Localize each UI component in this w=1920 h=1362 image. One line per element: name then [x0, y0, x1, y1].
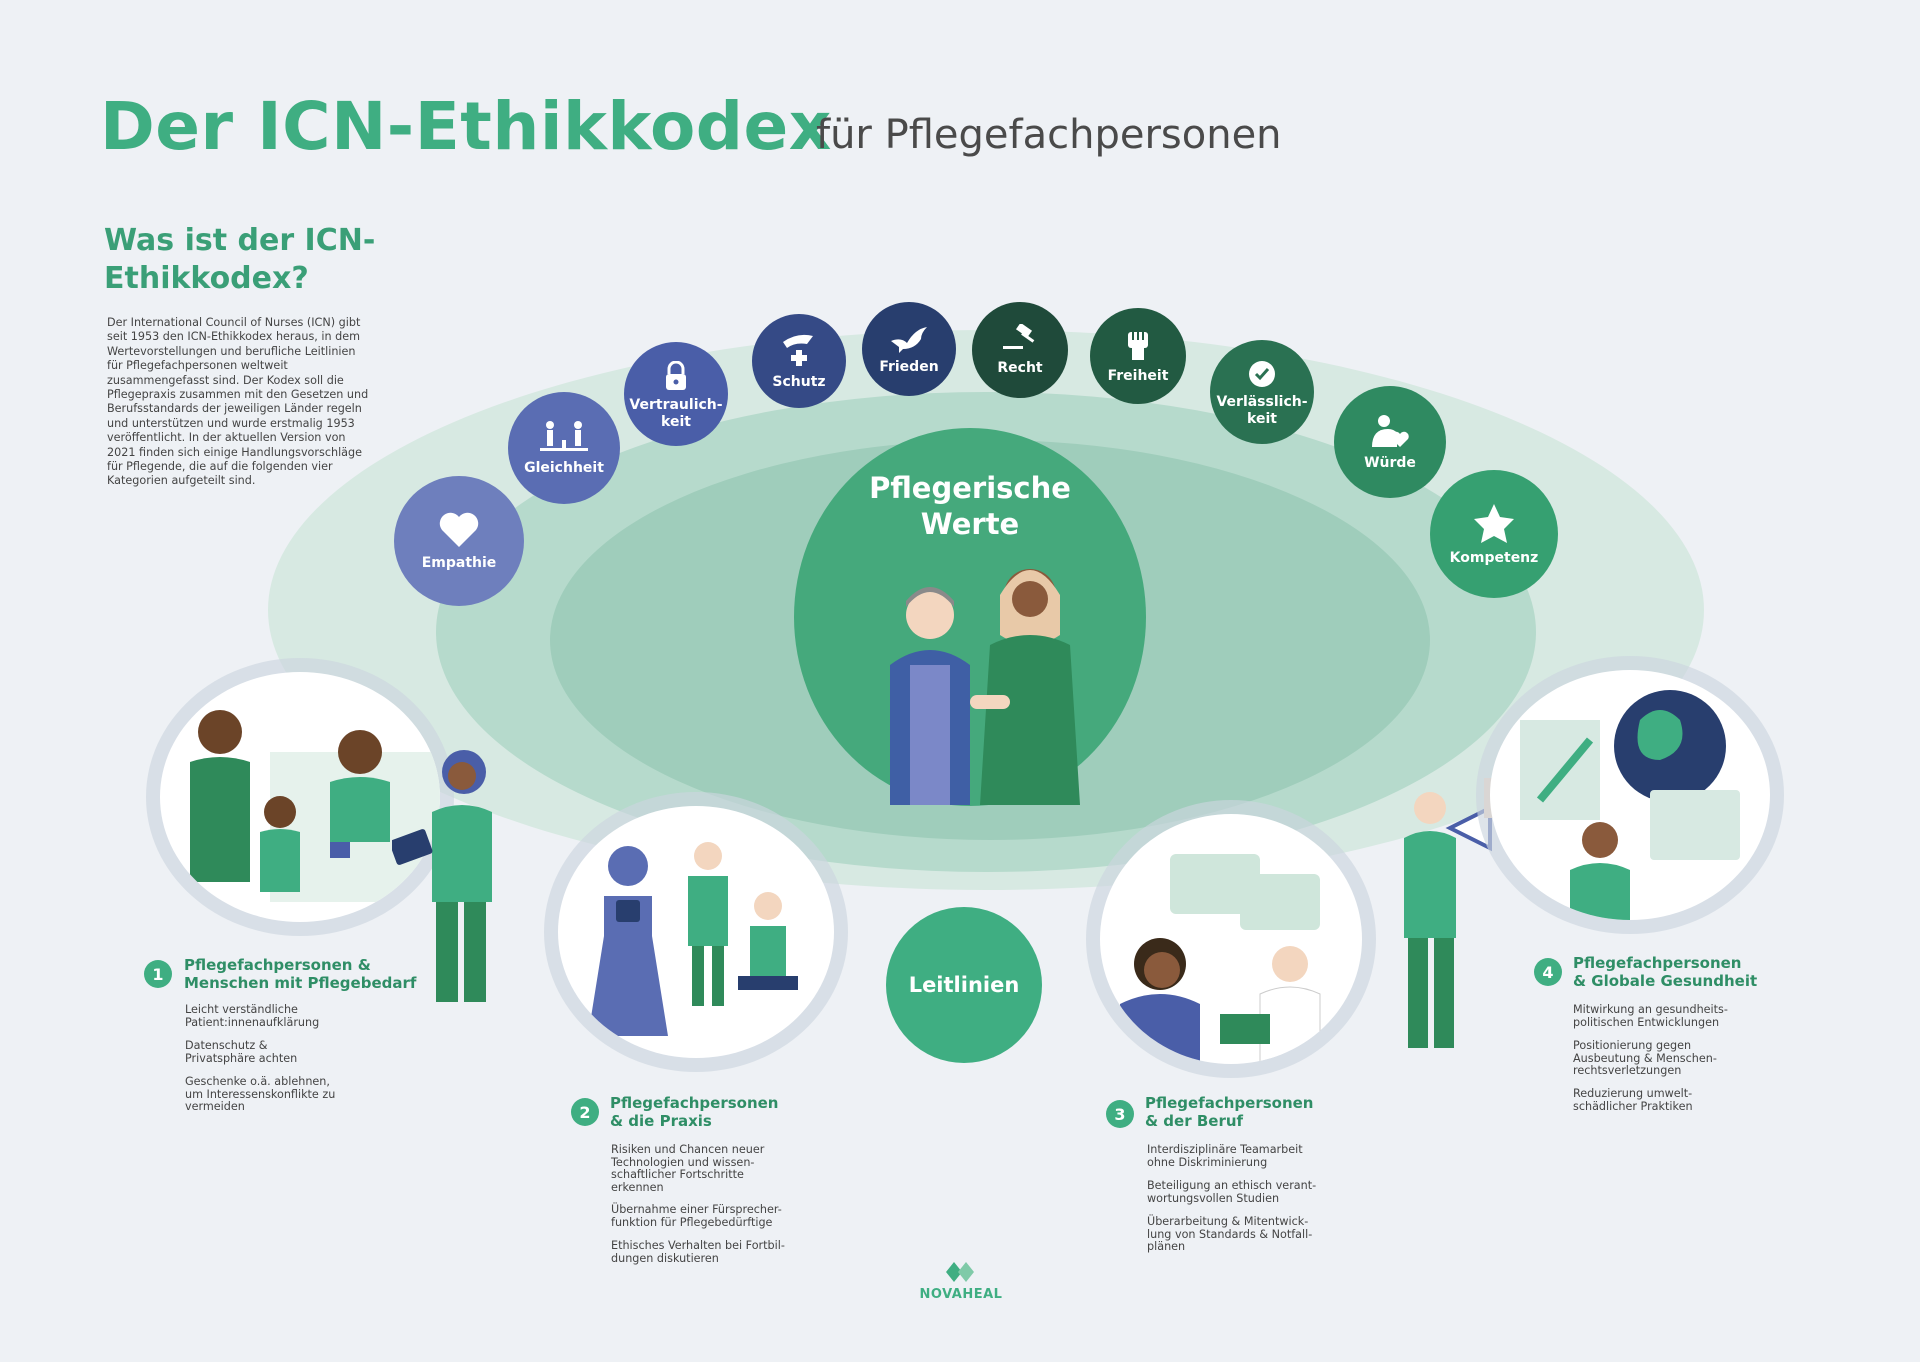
novaheal-logo-icon [946, 1262, 974, 1282]
category-item: Geschenke o.ä. ablehnen, um Interessensk… [185, 1075, 336, 1114]
team-discussion-illustration [1120, 854, 1321, 1064]
protect-hand-icon [783, 334, 813, 366]
category-item: Überarbeitung & Mitentwick- lung von Sta… [1147, 1215, 1313, 1254]
value-label: Frieden [879, 358, 939, 375]
value-label: Schutz [772, 373, 826, 390]
value-label: Empathie [421, 554, 497, 571]
person-heart-icon [1372, 414, 1409, 447]
value-schutz: Schutz [752, 314, 846, 408]
value-label: Verlässlich- keit [1216, 394, 1308, 427]
value-kompetenz: Kompetenz [1430, 470, 1558, 598]
category-item: Reduzierung umwelt- schädlicher Praktike… [1573, 1087, 1693, 1113]
center-values-title: Pflegerische Werte [869, 471, 1071, 541]
globe-and-vaccine-illustration [1520, 690, 1740, 920]
value-label: Gleichheit [524, 459, 604, 476]
category-item: Datenschutz & Privatsphäre achten [185, 1039, 298, 1065]
value-label: Würde [1364, 454, 1416, 471]
value-wuerde: Würde [1334, 386, 1446, 498]
category-item: Beteiligung an ethisch verant- wortungsv… [1147, 1179, 1317, 1205]
category-item: Risiken und Chancen neuer Technologien u… [611, 1143, 765, 1194]
value-freiheit: Freiheit [1090, 308, 1186, 404]
value-frieden: Frieden [862, 302, 956, 396]
scene-practice [558, 806, 834, 1058]
value-verlaesslichkeit: Verlässlich- keit [1210, 340, 1314, 444]
dove-icon [891, 326, 927, 353]
nurse-megaphone-illustration [1404, 778, 1498, 1048]
category-item: Mitwirkung an gesundheits- politischen E… [1573, 1003, 1728, 1029]
value-label: Kompetenz [1449, 549, 1539, 566]
category-item: Leicht verständliche Patient:innenaufklä… [185, 1003, 320, 1029]
caregiver-illustration [890, 569, 1080, 805]
category-number: 3 [1106, 1100, 1134, 1128]
leitlinien-circle: Leitlinien [886, 907, 1042, 1063]
page-subtitle: für Pflegefachpersonen [816, 112, 1282, 158]
robot-and-nurse-illustration [588, 842, 798, 1036]
value-recht: Recht [972, 302, 1068, 398]
category-item: Positionierung gegen Ausbeutung & Mensch… [1573, 1039, 1717, 1078]
category-item: Interdisziplinäre Teamarbeit ohne Diskri… [1147, 1143, 1303, 1169]
intro-heading: Was ist der ICN-Ethikkodex? [104, 223, 376, 296]
category-title: Pflegefachpersonen & Menschen mit Pflege… [184, 956, 417, 992]
star-icon [1474, 503, 1514, 543]
check-circle-icon [1249, 361, 1275, 387]
category-title: Pflegefachpersonen & der Beruf [1145, 1094, 1314, 1130]
category-number: 2 [571, 1098, 599, 1126]
scene-profession [1100, 814, 1362, 1064]
gavel-icon [1003, 323, 1035, 349]
lock-icon [666, 361, 686, 390]
scene-global-health [1490, 670, 1770, 920]
value-vertraulichkeit: Vertraulich- keit [624, 342, 728, 446]
patient-care-illustration [190, 710, 440, 902]
value-label: Vertraulich- keit [629, 397, 723, 430]
raised-fist-icon [1128, 331, 1148, 360]
category-title: Pflegefachpersonen & Globale Gesundheit [1573, 954, 1758, 990]
category-number: 1 [144, 960, 172, 988]
value-empathie: Empathie [394, 476, 524, 606]
heart-icon [439, 512, 479, 547]
nurse-with-tablet-illustration [392, 750, 492, 1002]
category-number: 4 [1534, 958, 1562, 986]
value-gleichheit: Gleichheit [508, 392, 620, 504]
people-equal-icon [540, 420, 588, 451]
intro-text: Der International Council of Nurses (ICN… [107, 316, 369, 488]
scene-patient-care [160, 672, 440, 922]
novaheal-logo-text: NOVAHEAL [919, 1287, 1003, 1302]
value-label: Recht [997, 359, 1043, 376]
category-item: Übernahme einer Fürsprecher- funktion fü… [611, 1203, 782, 1229]
value-label: Freiheit [1107, 367, 1169, 384]
category-item: Ethisches Verhalten bei Fortbil- dungen … [611, 1239, 785, 1265]
category-title: Pflegefachpersonen & die Praxis [610, 1094, 779, 1130]
page-title: Der ICN-Ethikkodex [100, 88, 832, 165]
